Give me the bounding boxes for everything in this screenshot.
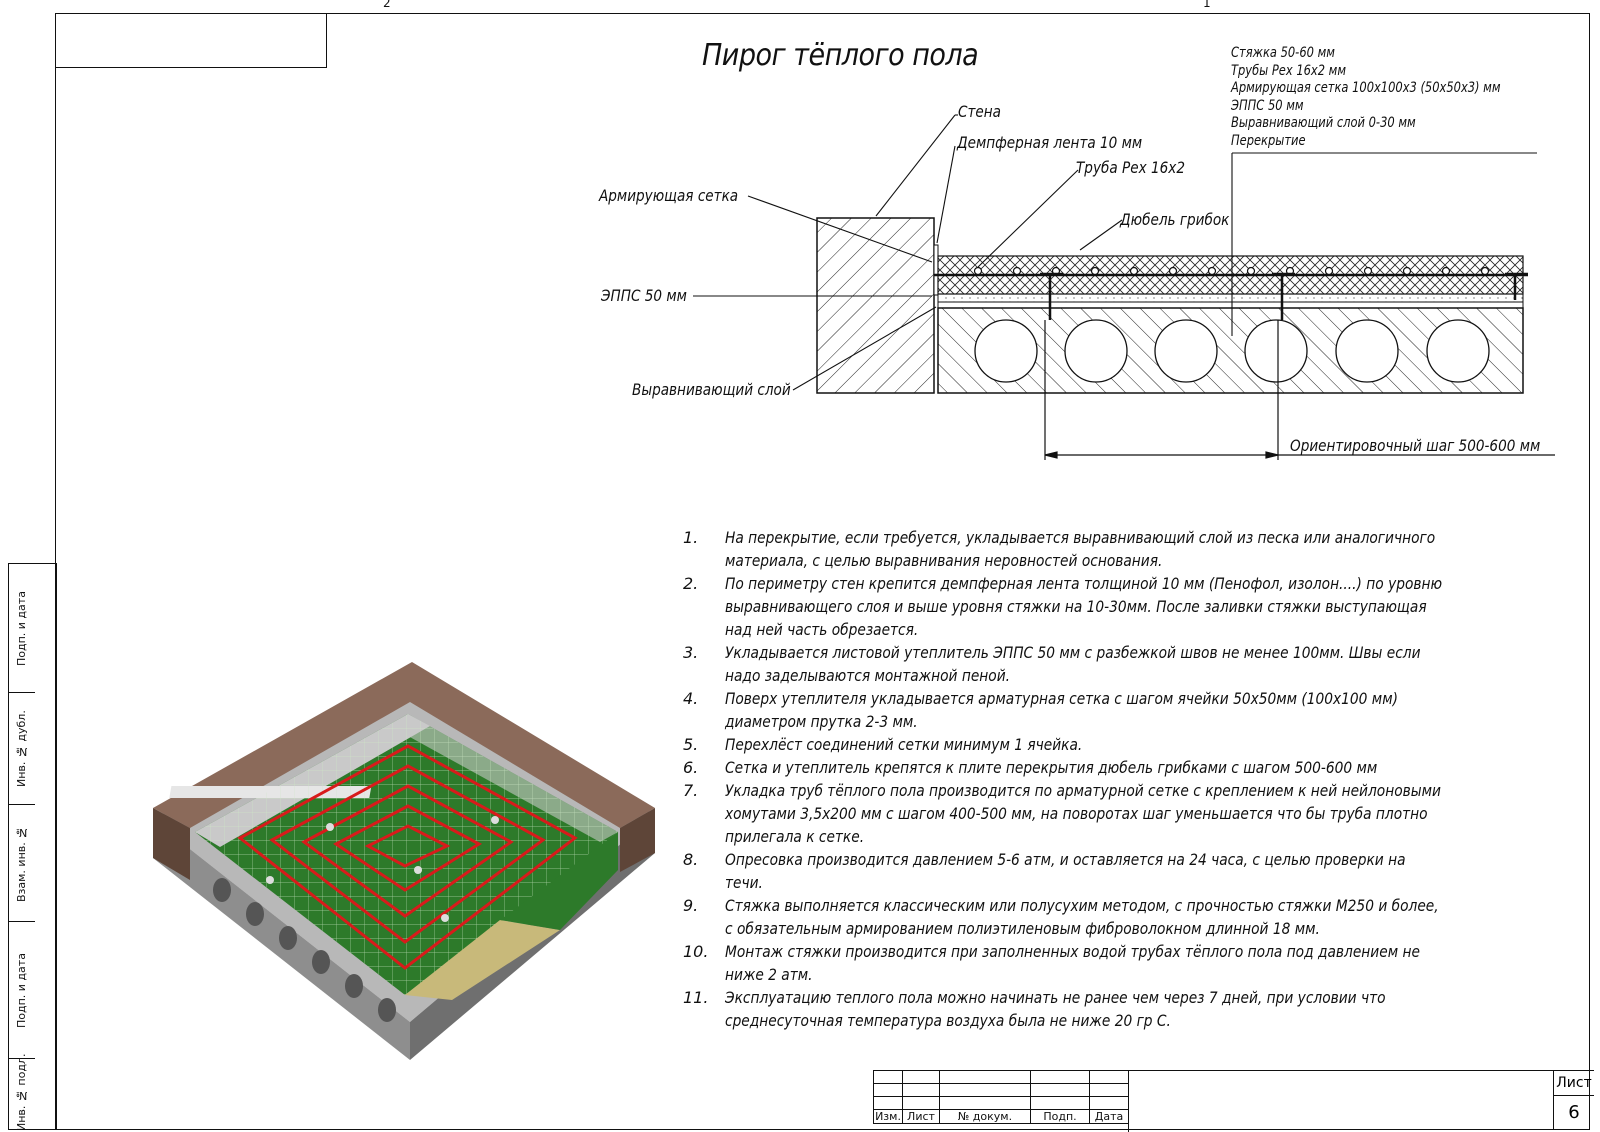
note-item: 6.Сетка и утеплитель крепятся к плите пе… bbox=[683, 758, 1378, 777]
drawing-frame bbox=[55, 13, 1590, 1130]
notes-list: 1.На перекрытие, если требуется, укладыв… bbox=[683, 526, 1563, 1032]
callout-leveling: Выравнивающий слой bbox=[632, 380, 791, 399]
page-title: Пирог тёплого пола bbox=[702, 38, 979, 73]
stamp-header-sign: Подп. bbox=[1030, 1109, 1090, 1124]
layer-list: Стяжка 50-60 мм Трубы Pex 16х2 мм Армиру… bbox=[1231, 45, 1500, 150]
note-item: 1.На перекрытие, если требуется, укладыв… bbox=[683, 528, 1436, 570]
note-item: 10.Монтаж стяжки производится при заполн… bbox=[683, 942, 1420, 984]
note-item: 7.Укладка труб тёплого пола производится… bbox=[683, 781, 1441, 846]
callout-pipe: Труба Pex 16х2 bbox=[1076, 158, 1185, 177]
note-item: 3.Укладывается листовой утеплитель ЭППС … bbox=[683, 643, 1421, 685]
layer-item: Армирующая сетка 100х100х3 (50х50х3) мм bbox=[1231, 80, 1501, 96]
layer-item: Трубы Pex 16х2 мм bbox=[1231, 62, 1346, 79]
callout-step: Ориентировочный шаг 500-600 мм bbox=[1290, 436, 1541, 455]
isometric-illustration bbox=[153, 662, 655, 1060]
layer-item: Стяжка 50-60 мм bbox=[1231, 45, 1335, 61]
stamp-header-date: Дата bbox=[1089, 1109, 1129, 1124]
callout-damper: Демпферная лента 10 мм bbox=[957, 133, 1143, 152]
note-item: 2.По периметру стен крепится демпферная … bbox=[683, 574, 1443, 639]
layer-item: Перекрытие bbox=[1231, 132, 1306, 149]
callout-mesh: Армирующая сетка bbox=[599, 186, 739, 205]
stamp-header-change: Изм. bbox=[873, 1109, 903, 1124]
note-item: 8.Опресовка производится давлением 5-6 а… bbox=[683, 850, 1406, 892]
sheet-number: 6 bbox=[1568, 1102, 1580, 1123]
note-item: 11.Эксплуатацию теплого пола можно начин… bbox=[683, 988, 1386, 1030]
title-block: Изм. Лист № докум. Подп. Дата bbox=[873, 1070, 1595, 1132]
callout-dowel: Дюбель грибок bbox=[1120, 210, 1230, 229]
corner-box bbox=[55, 13, 327, 68]
layer-item: Выравнивающий слой 0-30 мм bbox=[1231, 115, 1416, 131]
stamp-header-doc: № докум. bbox=[939, 1109, 1031, 1124]
note-item: 4.Поверх утеплителя укладывается арматур… bbox=[683, 689, 1398, 731]
sheet-label: Лист bbox=[1554, 1070, 1594, 1096]
layer-item: ЭППС 50 мм bbox=[1231, 97, 1304, 114]
note-item: 5.Перехлёст соединений сетки минимум 1 я… bbox=[683, 735, 1083, 754]
top-tick-right: 1 bbox=[1203, 0, 1211, 10]
note-item: 9.Стяжка выполняется классическим или по… bbox=[683, 896, 1439, 938]
sheet-number-box: Лист 6 bbox=[1553, 1070, 1594, 1130]
stamp-header-sheet: Лист bbox=[902, 1109, 940, 1124]
wall-section bbox=[816, 217, 935, 394]
top-tick-left: 2 bbox=[383, 0, 391, 10]
callout-epps: ЭППС 50 мм bbox=[601, 286, 687, 305]
side-stamp-strip: Подп. и дата Инв. № дубл. Взам. инв. № П… bbox=[8, 563, 57, 1131]
callout-wall: Стена bbox=[958, 102, 1002, 121]
